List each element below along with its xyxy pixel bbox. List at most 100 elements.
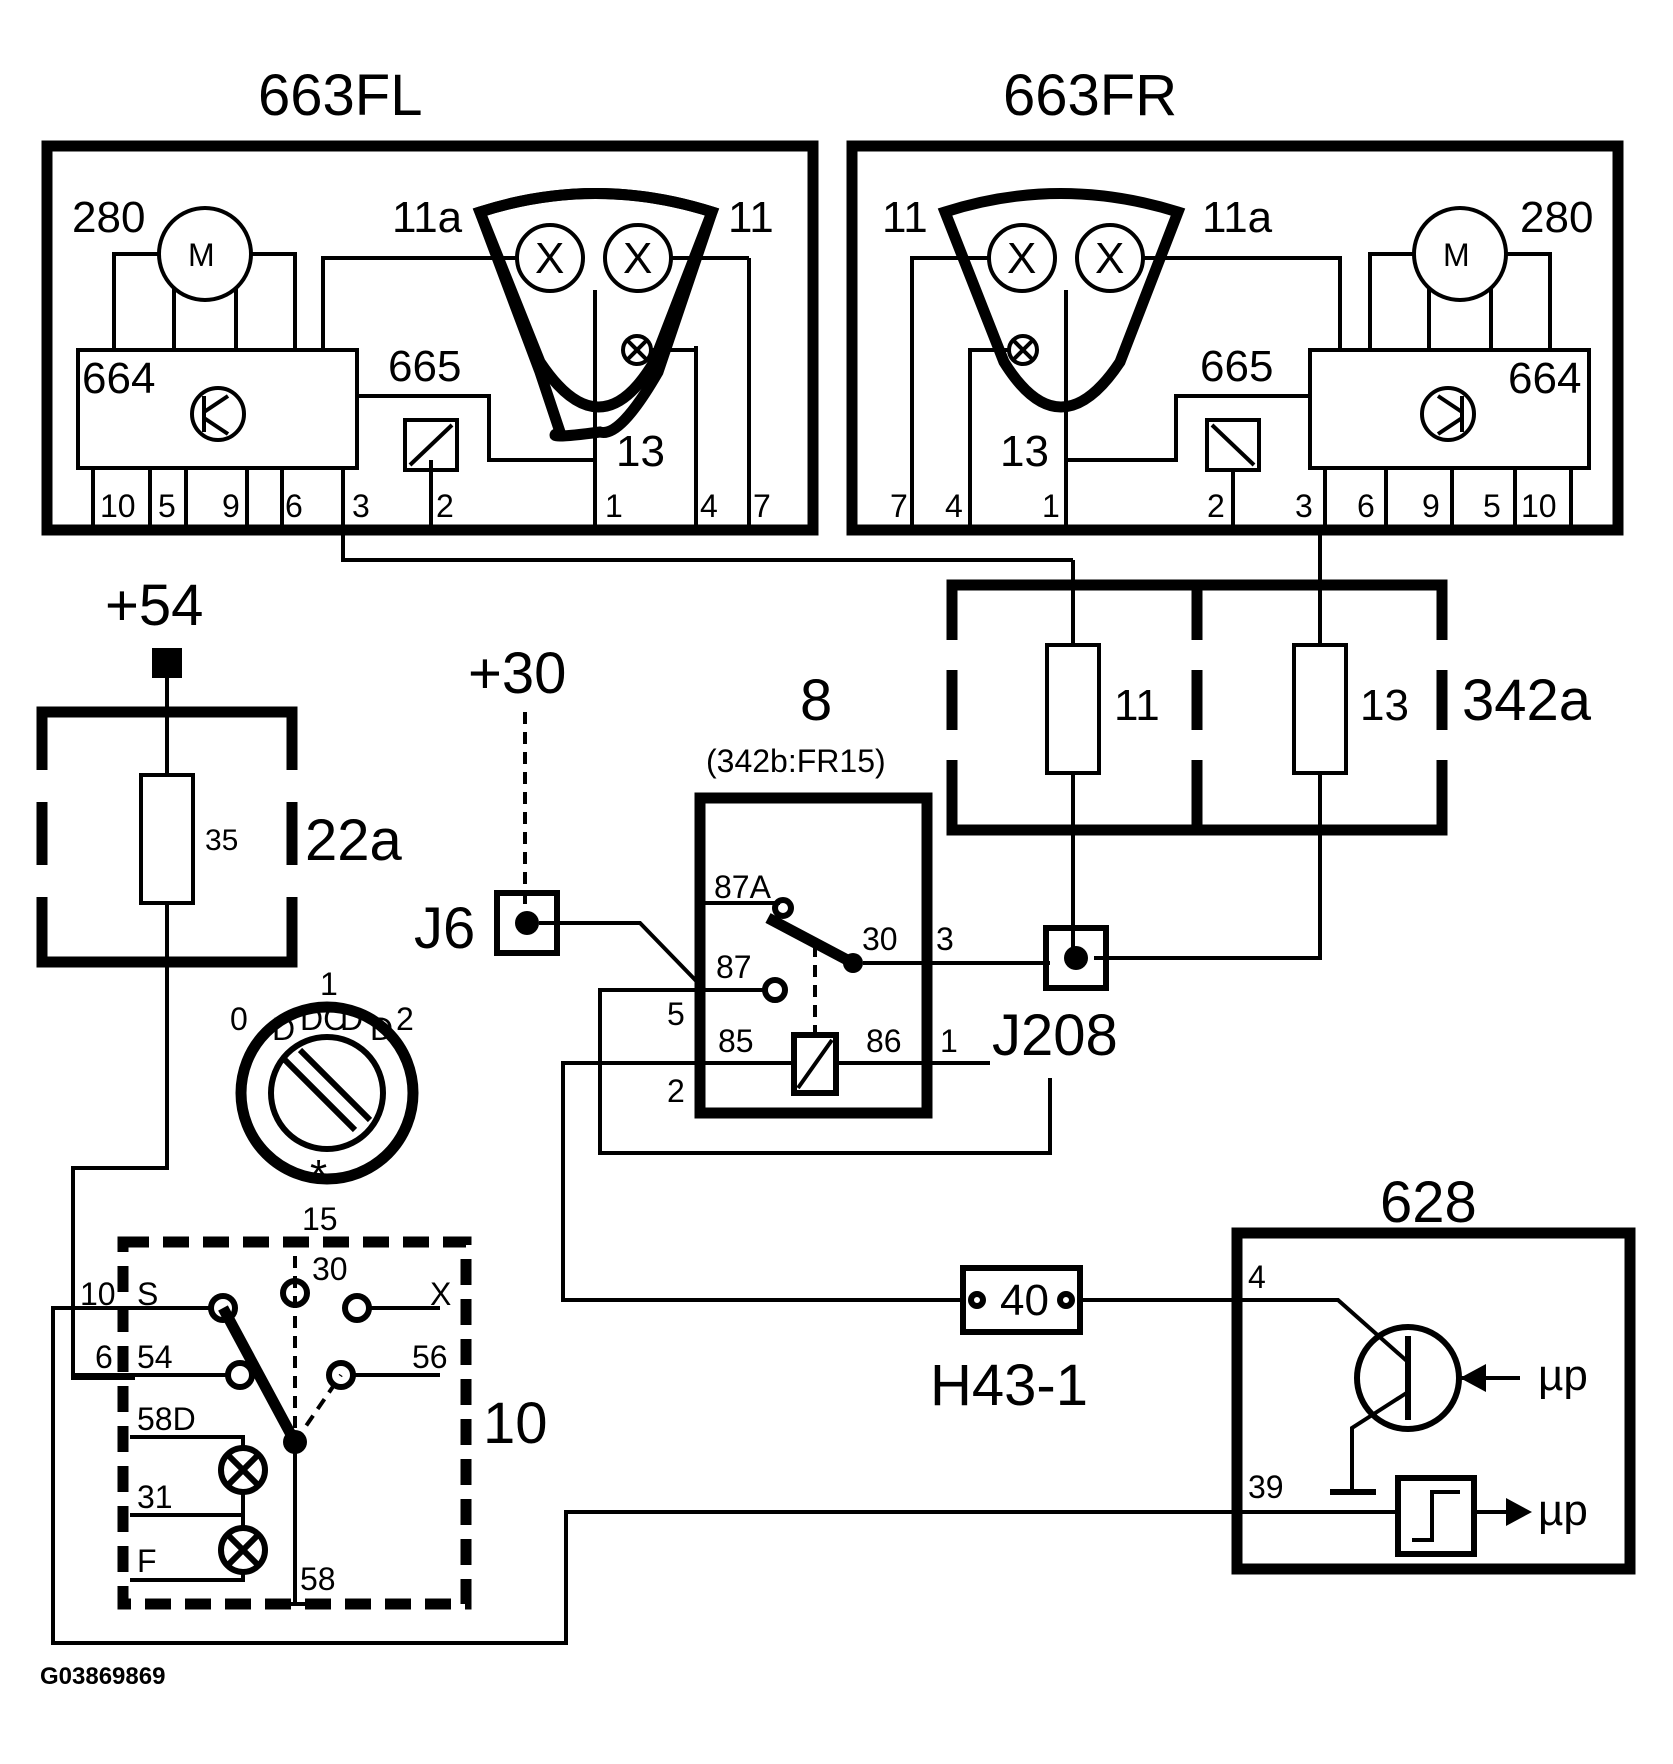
pin-right-4: 4 — [945, 488, 963, 524]
motor-left-letter: M — [188, 237, 215, 273]
pins-663fr: 7 4 1 2 3 6 9 5 10 — [890, 468, 1573, 525]
relay8-pin-3: 3 — [936, 921, 954, 957]
fuse-13-label: 13 — [1360, 681, 1409, 730]
ecu-schmitt-trigger-icon — [1395, 1475, 1477, 1557]
pin-right-5: 5 — [1483, 488, 1501, 524]
ecu-628-mu-p-out: µp — [1538, 1486, 1588, 1535]
fusebox-342a-label: 342a — [1462, 668, 1592, 733]
wire-relay2-to-h43 — [561, 1061, 960, 1302]
module-663fl: 663FL 280 M 664 10 5 9 — [41, 63, 819, 536]
pin-left-3: 3 — [352, 488, 370, 524]
wire-665-right — [1066, 394, 1310, 462]
terminal-11-right: 11 — [882, 193, 928, 242]
relay-665-left-coil — [403, 418, 459, 472]
terminal-11-left: 11 — [728, 193, 774, 242]
plus54-terminal — [152, 648, 182, 678]
motor-right-letter: M — [1443, 237, 1470, 273]
terminal-11a-right: 11a — [1202, 193, 1273, 242]
wire-4-right — [968, 348, 1009, 525]
relay8-pin-1: 1 — [940, 1023, 958, 1059]
light-switch-knob-icon: 0 1 2 D DC D D * — [230, 966, 419, 1200]
fuse-11 — [1045, 643, 1101, 775]
fuse-11-label: 11 — [1114, 681, 1160, 730]
wire-pin3-to-fuse11 — [341, 525, 1073, 562]
ecu-628-pin-4: 4 — [1248, 1259, 1266, 1295]
pins-663fl: 10 5 9 6 3 2 1 4 7 — [91, 258, 771, 525]
switch10-terminal-56: 56 — [412, 1339, 448, 1375]
transistor-right-icon — [1420, 386, 1476, 442]
wire-relay5-loop — [598, 988, 1052, 1155]
fuse-13 — [1292, 643, 1348, 775]
switch10-terminal-54: 54 — [137, 1339, 173, 1375]
terminal-11a-left: 11a — [392, 193, 463, 242]
pin-right-1: 1 — [1042, 488, 1060, 524]
wire-665-left — [357, 394, 595, 462]
svg-text:X: X — [535, 234, 564, 283]
pin-right-6: 6 — [1357, 488, 1375, 524]
relay-665-left-label: 665 — [388, 342, 461, 391]
pin-left-5: 5 — [158, 488, 176, 524]
relay8-pin-85: 85 — [718, 1023, 754, 1059]
svg-text:X: X — [1007, 234, 1036, 283]
supply-30: +30 J6 — [414, 641, 707, 992]
wire-motor-left-b — [251, 252, 297, 350]
pin-right-10: 10 — [1521, 488, 1557, 524]
pin-right-7: 7 — [890, 488, 908, 524]
plus54-label: +54 — [105, 573, 203, 638]
module-663fr: 663FR X X 11 11a 13 665 280 M 664 — [846, 63, 1624, 536]
switch10-terminal-15: 15 — [302, 1201, 338, 1237]
pin-left-1: 1 — [605, 488, 623, 524]
connector-j6-label: J6 — [414, 896, 475, 961]
connector-h43-label: H43-1 — [930, 1353, 1088, 1418]
svg-text:D: D — [370, 1011, 393, 1047]
wire-motor-right-b — [1506, 252, 1552, 350]
relay8-sub-label: (342b:FR15) — [706, 743, 886, 779]
connector-j208 — [1043, 925, 1109, 991]
ecu-628-mu-p-in: µp — [1538, 1351, 1588, 1400]
ecu-transistor-icon — [1354, 1324, 1462, 1432]
pin-left-9: 9 — [222, 488, 240, 524]
connector-h43: 40 H43-1 — [930, 1265, 1243, 1418]
control-unit-664-right — [1308, 348, 1591, 470]
pin-left-2: 2 — [436, 488, 454, 524]
transistor-left-icon — [190, 386, 246, 442]
pin-right-3: 3 — [1295, 488, 1313, 524]
ecu-628-pin-39: 39 — [1248, 1469, 1284, 1505]
pin-right-2: 2 — [1207, 488, 1225, 524]
svg-text:X: X — [623, 234, 652, 283]
connector-j208-group: J208 — [992, 925, 1118, 1068]
svg-text:DC: DC — [300, 1001, 346, 1037]
pin-left-10: 10 — [100, 488, 136, 524]
wire-11a-left — [321, 256, 517, 350]
module-663fr-frame — [846, 140, 1624, 536]
terminal-13-left: 13 — [616, 427, 665, 476]
ecu-628-label: 628 — [1380, 1170, 1477, 1235]
plus30-label: +30 — [468, 641, 566, 706]
module-663fl-frame — [41, 140, 819, 536]
wire-fuse13-to-j208 — [1094, 773, 1322, 960]
switch-position-1: 1 — [320, 966, 338, 1002]
switch10-terminal-31: 31 — [137, 1479, 173, 1515]
switch10-terminal-58d: 58D — [137, 1401, 196, 1437]
fuse-35-label: 35 — [205, 824, 238, 857]
motor-280-right-label: 280 — [1520, 193, 1593, 242]
control-unit-664-left — [76, 348, 359, 470]
relay8-pin-30: 30 — [862, 921, 898, 957]
switch10-frame — [117, 1236, 472, 1610]
switch10-label: 10 — [483, 1391, 548, 1456]
switch-position-0: 0 — [230, 1001, 248, 1037]
wire-j6-to-relay — [539, 921, 707, 992]
switch10-terminal-x: X — [430, 1276, 451, 1312]
pin-left-6: 6 — [285, 488, 303, 524]
wire-11a-right — [1143, 256, 1342, 350]
switch10-terminal-s: S — [137, 1276, 158, 1312]
relay8-frame — [694, 792, 933, 1119]
fusebox-22a-label: 22a — [305, 808, 403, 873]
module-663fr-title: 663FR — [1003, 63, 1177, 128]
transistor-left-emitter — [202, 416, 230, 436]
relay8-pin-86: 86 — [866, 1023, 902, 1059]
relay8-contact — [765, 913, 856, 968]
control-unit-664-right-label: 664 — [1508, 354, 1581, 403]
headlamp-right-reflector — [937, 188, 1186, 413]
